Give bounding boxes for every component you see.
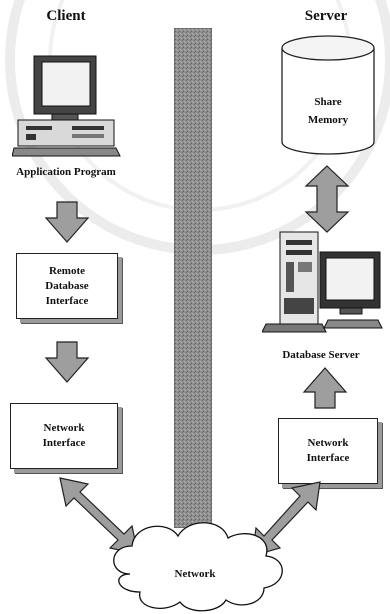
share-memory-cylinder bbox=[281, 35, 375, 155]
database-server-icon bbox=[262, 231, 383, 333]
memory-server-double-arrow bbox=[304, 165, 350, 233]
share-memory-label: Share Memory bbox=[290, 95, 366, 127]
client-header: Client bbox=[46, 8, 86, 24]
application-program-label: Application Program bbox=[16, 166, 116, 178]
network-label: Network bbox=[174, 568, 216, 580]
server-net-line-2: Interface bbox=[306, 452, 350, 464]
database-server-label: Database Server bbox=[282, 349, 360, 361]
remote-db-line-1: Remote bbox=[48, 264, 86, 277]
client-net-line-1: Network bbox=[43, 422, 85, 434]
remote-database-interface-box: Remote Database Interface bbox=[16, 253, 118, 319]
client-computer-icon bbox=[12, 55, 121, 157]
up-arrow bbox=[302, 367, 348, 409]
remote-db-line-2: Database bbox=[45, 279, 89, 292]
server-network-interface-box: Network Interface bbox=[278, 418, 378, 484]
client-server-divider bbox=[174, 28, 212, 528]
client-net-line-2: Interface bbox=[42, 437, 86, 449]
server-net-line-1: Network bbox=[307, 437, 349, 449]
client-network-interface-box: Network Interface bbox=[10, 403, 118, 469]
remote-db-line-3: Interface bbox=[45, 294, 89, 307]
memory-line-2: Memory bbox=[307, 114, 349, 126]
client-network-double-arrow bbox=[59, 477, 139, 555]
down-arrow-1 bbox=[44, 201, 90, 243]
memory-line-1: Share bbox=[314, 96, 342, 108]
server-header: Server bbox=[304, 8, 348, 24]
down-arrow-2 bbox=[44, 341, 90, 383]
network-cloud bbox=[113, 522, 283, 612]
